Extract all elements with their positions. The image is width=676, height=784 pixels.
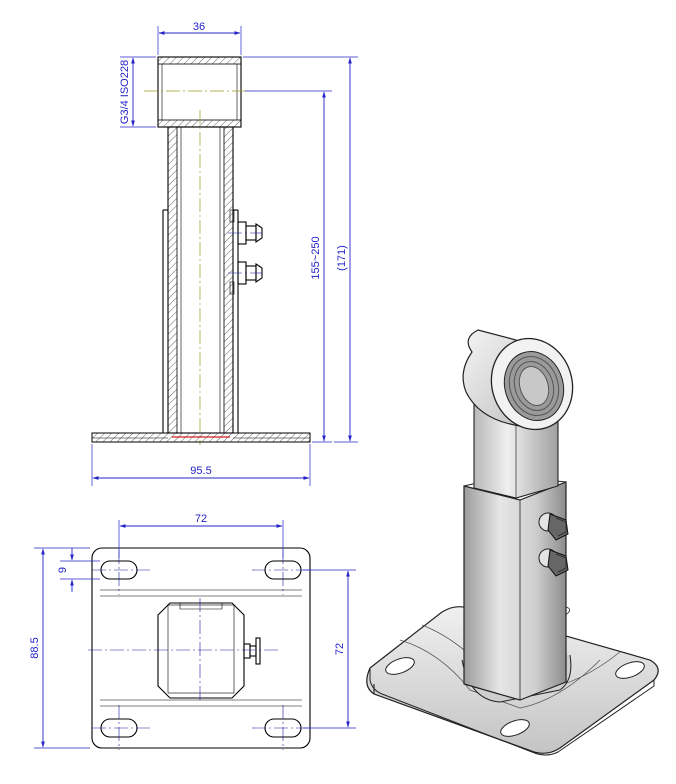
base-plate-section [91,432,311,443]
iso-threaded-cup [462,329,574,431]
dim-slot-width: 9 [57,548,100,592]
dim-hole-spacing-y-label: 72 [334,643,346,655]
dim-total-height: (171) [243,56,358,443]
dim-top-width: 36 [157,21,242,55]
clamp-screw-upper [228,209,263,245]
dim-hole-spacing-y: 72 [303,569,356,729]
plate-outline [91,547,311,749]
dim-total-height-label: (171) [336,245,348,271]
dim-hole-spacing-x: 72 [118,513,284,558]
isometric-view [366,329,659,756]
dim-height-range-label: 155~250 [310,236,322,279]
iso-clamp-knob-upper [538,512,569,541]
dim-thread: G3/4 ISO228 [119,56,156,128]
dim-hole-spacing-x-label: 72 [195,513,207,525]
dim-top-width-label: 36 [193,21,205,33]
top-view: 72 9 88.5 72 [29,513,356,750]
dim-thread-label: G3/4 ISO228 [119,60,131,124]
iso-clamp-knob-lower [538,548,569,577]
dim-plate-height: 88.5 [29,547,90,749]
dim-height-range: 155~250 [245,90,332,443]
threaded-cup [144,56,250,128]
clamp-screw-lower [228,261,263,295]
front-section-view: 36 G3/4 ISO228 155~250 (171) [91,21,358,486]
iso-outer-sleeve [463,475,567,701]
dim-base-width-label: 95.5 [190,465,211,477]
dim-slot-width-label: 9 [57,567,69,573]
dim-base-width: 95.5 [91,444,311,486]
inner-tube [167,110,234,445]
dim-plate-height-label: 88.5 [29,637,41,658]
